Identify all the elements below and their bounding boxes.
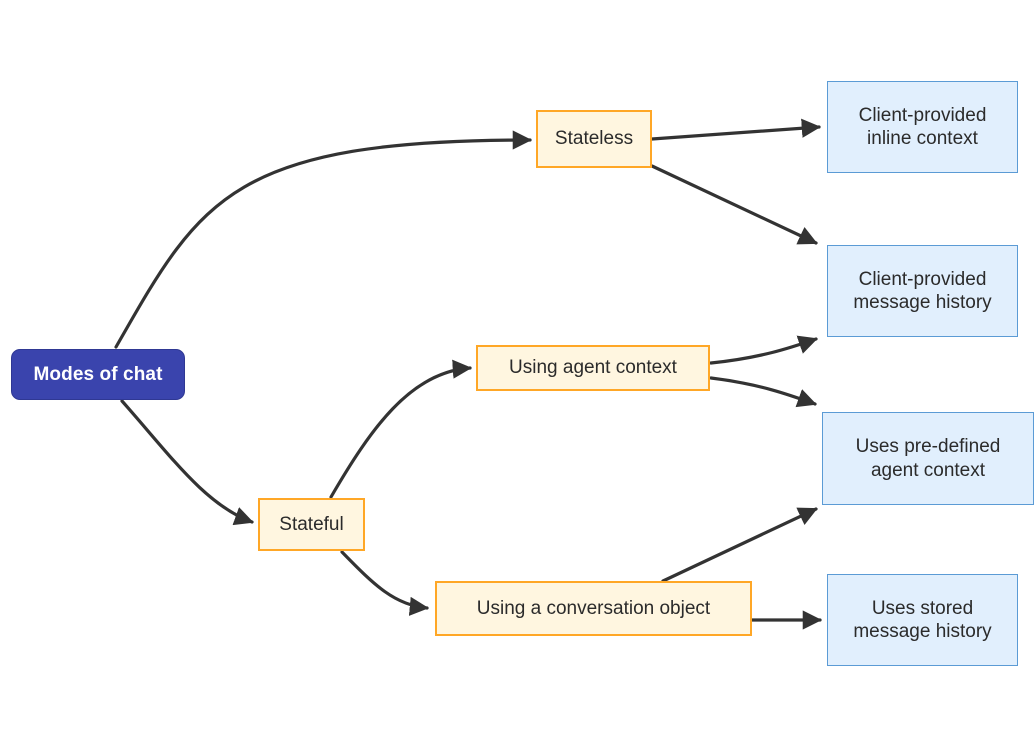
edge-root-to-stateful xyxy=(120,399,254,526)
node-agentctx[interactable]: Using agent context xyxy=(476,345,710,391)
node-msghistory[interactable]: Client-provided message history xyxy=(827,245,1018,337)
node-stateful[interactable]: Stateful xyxy=(258,498,365,551)
node-predefined[interactable]: Uses pre-defined agent context xyxy=(822,412,1034,505)
node-convobj[interactable]: Using a conversation object xyxy=(435,581,752,636)
node-storedmsg[interactable]: Uses stored message history xyxy=(827,574,1018,666)
edge-stateless-to-msghistory xyxy=(650,164,818,245)
node-root[interactable]: Modes of chat xyxy=(11,349,185,400)
edge-root-to-stateless xyxy=(114,130,532,349)
edge-convobj-to-predefined xyxy=(661,507,818,583)
edge-agentctx-to-msghistory xyxy=(709,335,818,365)
node-stateless[interactable]: Stateless xyxy=(536,110,652,168)
edge-agentctx-to-predefined xyxy=(709,376,817,408)
edge-stateful-to-agentctx xyxy=(329,359,472,499)
edge-stateless-to-inlinectx xyxy=(650,118,821,141)
edge-stateful-to-convobj xyxy=(340,550,429,616)
node-inlinectx[interactable]: Client-provided inline context xyxy=(827,81,1018,173)
